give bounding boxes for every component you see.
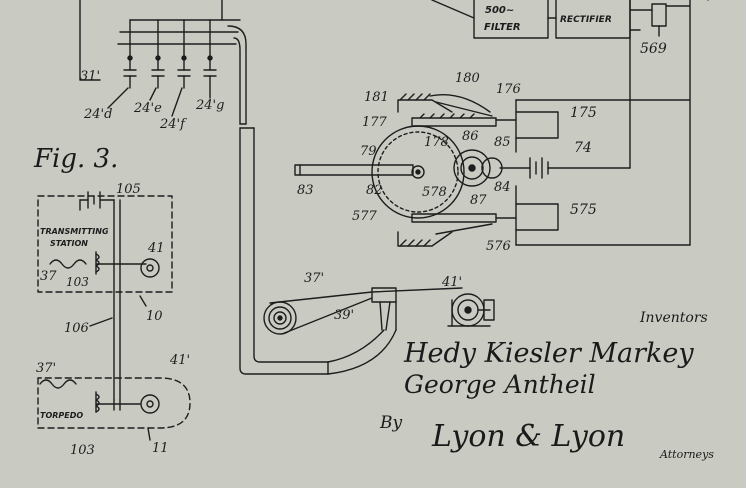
label-41: 41	[147, 241, 165, 256]
rectifier-box: RECTIFIER	[555, 0, 631, 39]
label-79: 79	[360, 144, 377, 159]
label-178: 178	[424, 135, 449, 150]
transmitting-label: TRANSMITTING	[40, 227, 109, 236]
label-74: 74	[574, 140, 592, 156]
label-31p: 31'	[80, 69, 100, 84]
inventor-1-signature: Hedy Kiesler Markey	[403, 338, 694, 369]
label-106: 106	[64, 321, 89, 336]
label-41p-b: 41'	[441, 275, 462, 290]
fig3-transmitting-station	[37, 191, 173, 401]
relay-575	[495, 185, 691, 246]
capacitor-bank	[79, 0, 241, 89]
leader-106	[89, 317, 113, 327]
label-10: 10	[146, 309, 163, 324]
label-578: 578	[422, 185, 447, 200]
battery-74	[499, 99, 631, 179]
label-86: 86	[462, 129, 479, 144]
label-24d: 24'd	[83, 107, 112, 122]
label-24e: 24'e	[133, 101, 162, 116]
leader-lines-24	[107, 87, 211, 117]
label-11: 11	[152, 441, 169, 456]
label-85: 85	[494, 135, 511, 150]
label-87: 87	[470, 193, 487, 208]
label-37: 37	[40, 269, 57, 284]
label-569: 569	[640, 41, 667, 57]
relay-175	[495, 99, 691, 153]
label-175: 175	[570, 105, 597, 121]
label-103: 103	[66, 275, 89, 289]
label-177: 177	[362, 115, 388, 130]
label-180: 180	[455, 71, 480, 86]
label-41p-a: 41'	[169, 353, 190, 368]
rectifier-label: RECTIFIER	[560, 15, 612, 25]
label-37p-a: 37'	[36, 361, 56, 376]
inventors-caption: Inventors	[639, 310, 708, 326]
top-wiring	[431, 0, 709, 246]
tape-drive	[263, 287, 495, 375]
by-label: By	[379, 413, 402, 433]
attorney-signature: Lyon & Lyon	[431, 419, 625, 454]
attorney-caption: Attorneys	[659, 448, 714, 461]
inventor-2-signature: George Antheil	[404, 370, 596, 399]
label-39p: 39'	[334, 308, 354, 323]
label-24g: 24'g	[195, 98, 224, 113]
label-575: 575	[570, 202, 597, 218]
fig3-torpedo	[37, 377, 191, 441]
label-105: 105	[116, 182, 141, 197]
station-label: STATION	[50, 239, 88, 248]
filter-freq-label: 500~	[485, 5, 514, 16]
label-103b: 103	[70, 443, 95, 458]
label-181: 181	[364, 90, 389, 105]
label-576: 576	[486, 239, 511, 254]
label-83: 83	[297, 183, 314, 198]
cable-conduit	[227, 25, 329, 375]
label-577: 577	[352, 209, 378, 224]
torpedo-label: TORPEDO	[40, 411, 83, 420]
filter-label: FILTER	[484, 22, 521, 33]
label-176: 176	[496, 82, 521, 97]
label-84: 84	[494, 180, 511, 195]
leader-10	[139, 295, 147, 307]
filter-box: 500~ FILTER	[473, 0, 549, 39]
gear-mechanism	[294, 93, 503, 247]
label-37p-b: 37'	[304, 271, 324, 286]
label-24f: 24'f	[159, 117, 187, 132]
fig-label: Fig. 3.	[33, 144, 118, 174]
label-82: 82	[366, 183, 383, 198]
